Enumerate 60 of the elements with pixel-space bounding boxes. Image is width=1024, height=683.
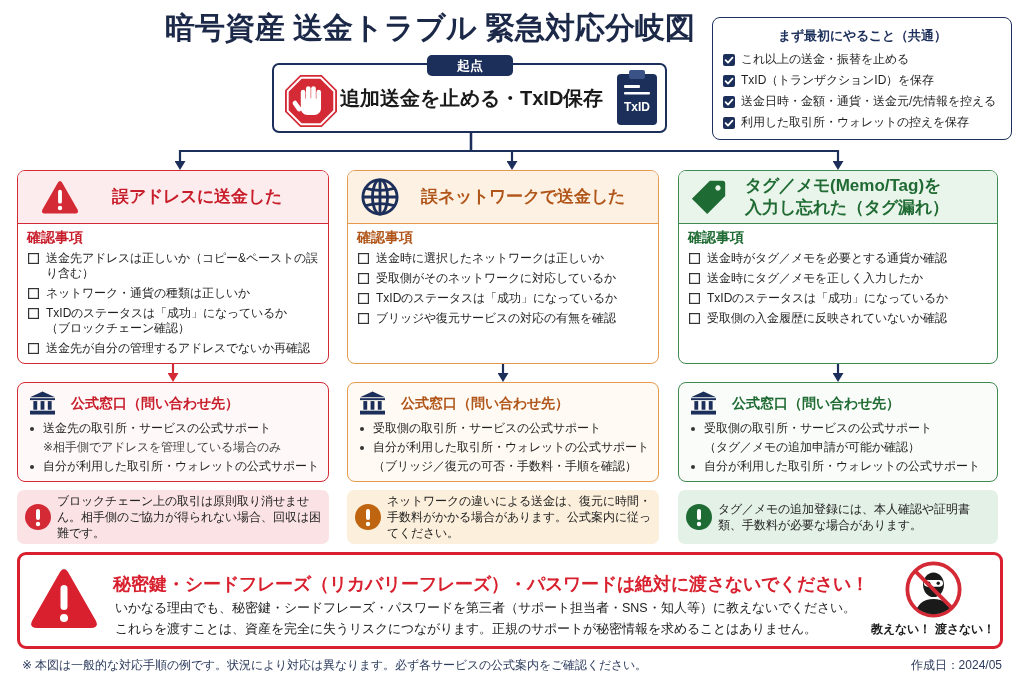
card-title: タグ／メモ(Memo/Tag)を入力し忘れた（タグ漏れ）	[745, 175, 950, 219]
checklist-item: TxID（トランザクションID）を保存	[741, 73, 935, 88]
checklist-item: これ以上の送金・振替を止める	[741, 52, 909, 67]
contact-title: 公式窓口（問い合わせ先）	[732, 394, 900, 413]
warning-text: いかなる理由でも、秘密鍵・シードフレーズ・パスワードを第三者（サポート担当者・SNS・知人等）に教えないでください。	[115, 600, 856, 617]
case-card	[17, 170, 329, 364]
contact-title: 公式窓口（問い合わせ先）	[71, 394, 239, 413]
note-text: タグ／メモの追加登録には、本人確認や証明書類、手数料が必要な場合があります。	[718, 501, 971, 533]
arrow	[497, 364, 509, 382]
checklist-item: 送金時にタグ／メモを正しく入力したか	[707, 271, 923, 286]
note-text: ブロックチェーン上の取引は原則取り消せません。相手側のご協力が得られない場合、回収は困難です。	[57, 493, 322, 541]
arrow	[832, 364, 844, 382]
warning-title: 秘密鍵・シードフレーズ（リカバリーフレーズ）・パスワードは絶対に渡さないでください！	[113, 573, 869, 596]
warning-text: これらを渡すことは、資産を完全に失うリスクにつながります。正規のサポートが秘密情報を求めることはありません。	[115, 621, 817, 638]
start-heading: 追加送金を止める・TxID保存	[340, 86, 604, 111]
card-title: 誤ネットワークで送金した	[421, 186, 625, 208]
checklist-item: TxIDのステータスは「成功」になっているか	[376, 291, 618, 306]
contact-title: 公式窓口（問い合わせ先）	[401, 394, 569, 413]
bullet-item: 送金先の取引所・サービスの公式サポート	[43, 420, 271, 437]
bullet-item: 受取側の取引所・サービスの公式サポート（タグ／メモの追加申請が可能か確認）	[704, 420, 933, 456]
checklist-item: 送金時に選択したネットワークは正しいか	[376, 251, 604, 266]
note-box	[17, 490, 329, 544]
diagram-title: 暗号資産 送金トラブル 緊急対応分岐図	[164, 10, 696, 46]
panel-heading: まず最初にやること（共通）	[777, 27, 947, 44]
note-text: ネットワークの違いによる送金は、復元に時間・手数料がかかる場合があります。公式案内に従ってください。	[387, 493, 652, 541]
checklist-item: 送金時がタグ／メモを必要とする通貨か確認	[707, 251, 947, 266]
arrow	[167, 364, 179, 382]
checklist-item: TxIDのステータスは「成功」になっているか	[707, 291, 949, 306]
contact-box	[347, 382, 659, 482]
note-box	[678, 490, 998, 544]
section-heading: 確認事項	[27, 228, 83, 246]
checklist-item: 受取側の入金履歴に反映されていないか確認	[707, 311, 947, 326]
contact-box	[17, 382, 329, 482]
case-card	[347, 170, 659, 364]
case-card	[678, 170, 998, 364]
bullet-item: 受取側の取引所・サービスの公式サポート	[373, 420, 601, 437]
section-heading: 確認事項	[357, 228, 413, 246]
bullet-item: 自分が利用した取引所・ウォレットの公式サポート（ブリッジ／復元の可否・手数料・手順を確認）	[373, 439, 650, 475]
icon-label: TxID	[624, 100, 650, 114]
footnote: ※相手側でアドレスを管理している場合のみ	[43, 439, 282, 456]
section-heading: 確認事項	[688, 228, 744, 246]
bullet-item: 自分が利用した取引所・ウォレットの公式サポート	[43, 458, 319, 475]
warning-banner	[17, 552, 1003, 649]
checklist-item: 利用した取引所・ウォレットの控えを保存	[741, 115, 969, 130]
checklist-item: ブリッジや復元サービスの対応の有無を確認	[376, 311, 616, 326]
checklist-item: 受取側がそのネットワークに対応しているか	[376, 271, 616, 286]
checklist-item: ネットワーク・通貨の種類は正しいか	[46, 286, 250, 301]
footnote: ※ 本図は一般的な対応手順の例です。状況により対応は異なります。必ず各サービスの公式案内をご確認ください。	[22, 657, 648, 673]
contact-box	[678, 382, 998, 482]
note-box	[347, 490, 659, 544]
checklist-panel	[712, 17, 1012, 140]
checklist-item: 送金先が自分の管理するアドレスでないか再確認	[46, 341, 310, 356]
arrow	[469, 133, 844, 170]
header-tab: 起点	[426, 55, 513, 76]
icon-caption: 教えない！ 渡さない！	[871, 622, 995, 637]
checklist-item: 送金先アドレスは正しいか（コピー&ペーストの誤り含む）	[46, 251, 319, 281]
card-title: 誤アドレスに送金した	[112, 186, 282, 208]
checklist-item: 送金日時・金額・通貨・送金元/先情報を控える	[741, 94, 997, 109]
checklist-item: TxIDのステータスは「成功」になっているか（ブロックチェーン確認）	[46, 306, 289, 336]
bullet-item: 自分が利用した取引所・ウォレットの公式サポート	[704, 458, 980, 475]
